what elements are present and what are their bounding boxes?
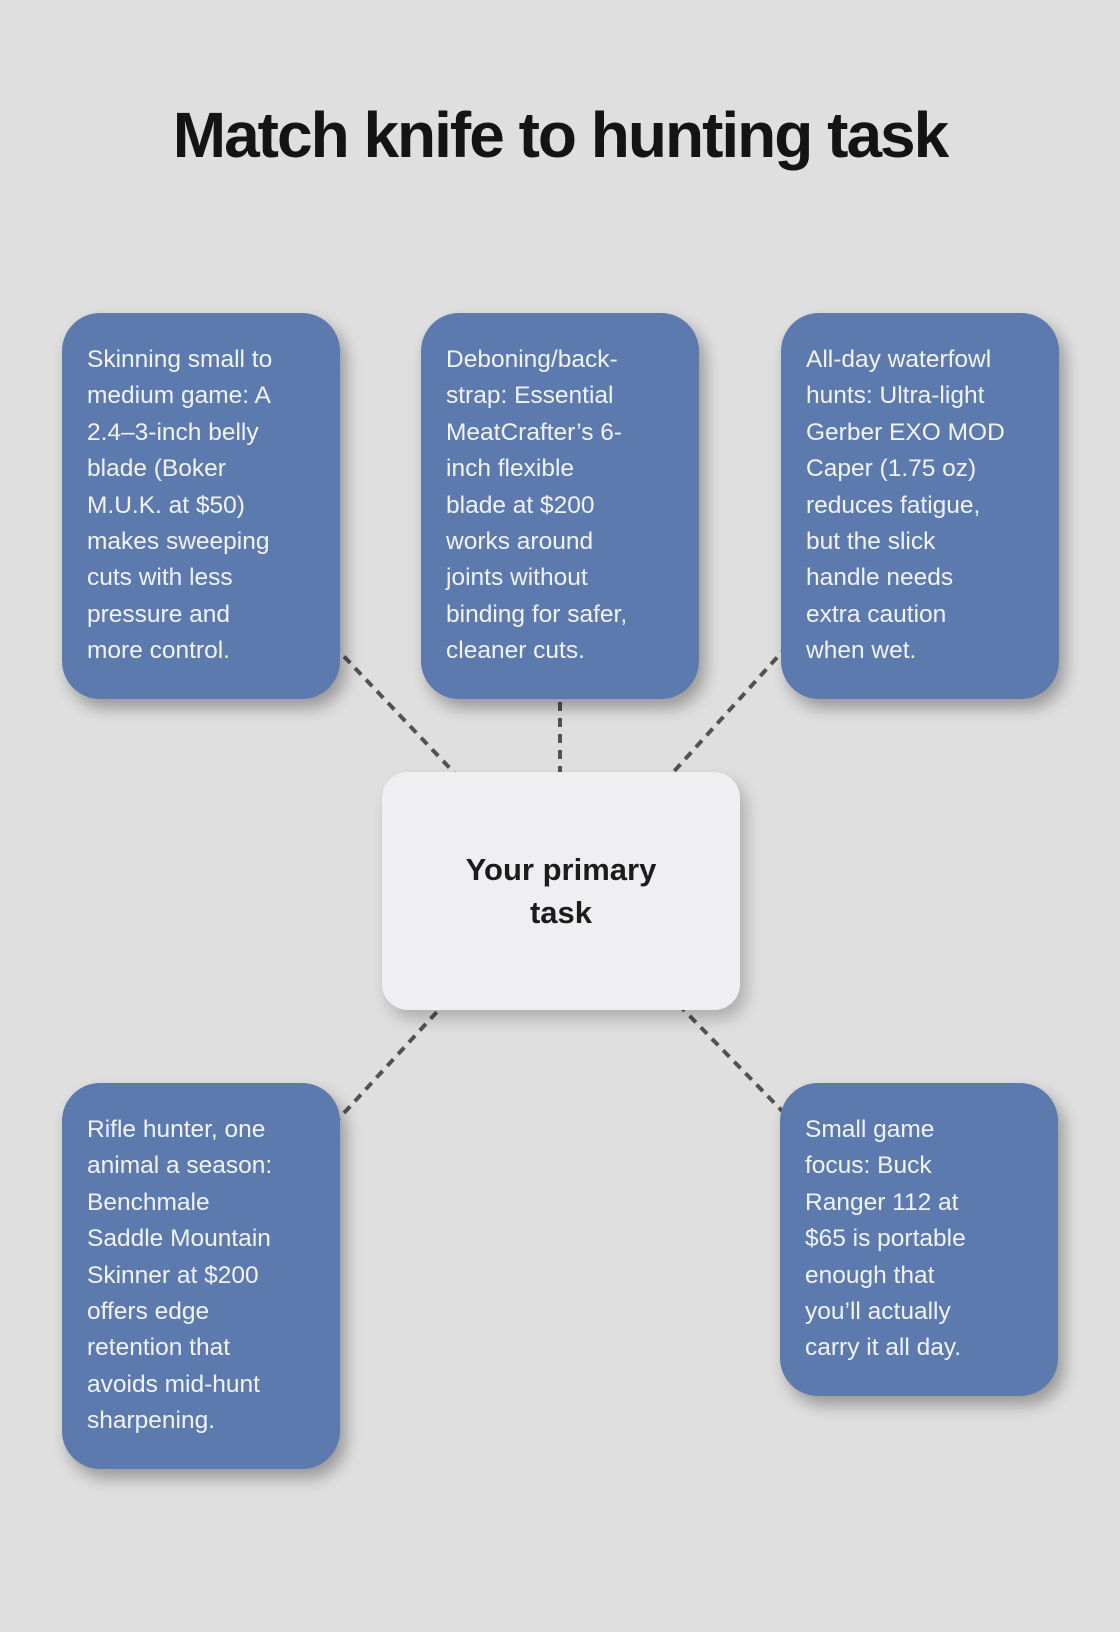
node-rifle-hunter: Rifle hunter, one animal a season: Bench…	[62, 1083, 340, 1469]
node-small-game-focus: Small game focus: Buck Ranger 112 at $65…	[780, 1083, 1058, 1396]
diagram-title: Match knife to hunting task	[172, 99, 949, 171]
node-waterfowl-hunts: All-day waterfowl hunts: Ultra-light Ger…	[781, 313, 1059, 699]
connector-skinning-to-center	[298, 608, 482, 802]
node-skinning-small-medium-game: Skinning small to medium game: A 2.4–3-i…	[62, 313, 340, 699]
center-node-primary-task: Your primary task	[382, 772, 740, 1010]
node-deboning-backstrap: Deboning/back- strap: Essential MeatCraf…	[421, 313, 699, 699]
center-node-label: Your primary task	[465, 852, 657, 930]
